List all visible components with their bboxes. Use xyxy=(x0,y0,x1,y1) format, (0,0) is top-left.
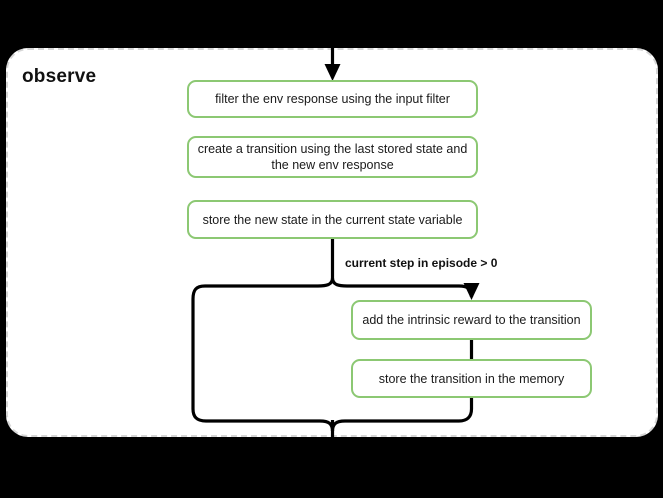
node-add-intrinsic-reward[interactable]: add the intrinsic reward to the transiti… xyxy=(351,300,592,340)
node-create-transition[interactable]: create a transition using the last store… xyxy=(187,136,478,178)
node-store-new-state[interactable]: store the new state in the current state… xyxy=(187,200,478,239)
node-store-transition-memory[interactable]: store the transition in the memory xyxy=(351,359,592,398)
branch-condition-label: current step in episode > 0 xyxy=(345,256,498,270)
page-title: observe xyxy=(22,66,97,87)
node-filter-env-response[interactable]: filter the env response using the input … xyxy=(187,80,478,118)
